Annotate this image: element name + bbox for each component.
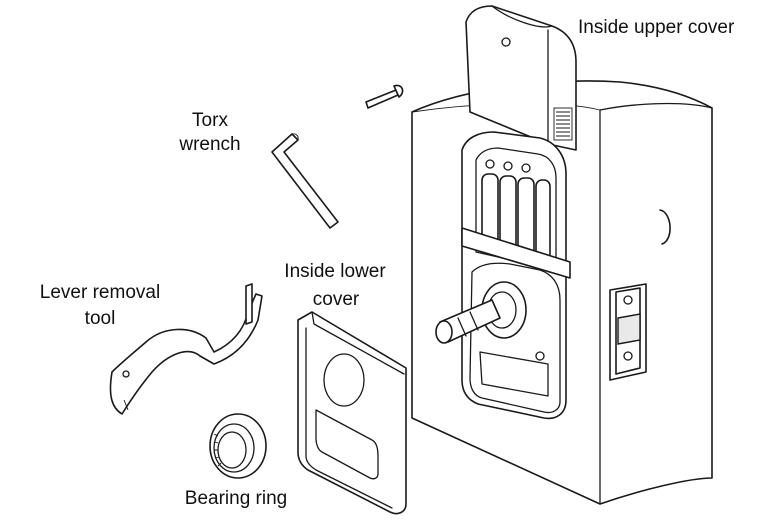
label-inside-lower-cover-line2: cover [312,289,360,310]
label-bearing-ring: Bearing ring [184,488,288,509]
label-lever-removal-tool-line1: Lever removal [39,282,161,303]
bearing-ring [209,413,267,479]
batteries [481,159,551,261]
label-torx-wrench-line1: Torx [192,110,228,131]
torx-wrench [271,133,339,229]
speaker-grille [553,107,573,141]
label-inside-upper-cover: Inside upper cover [578,17,735,38]
inside-upper-cover-shape [465,5,577,151]
label-inside-lower-cover-line1: Inside lower [284,261,386,282]
lever-removal-tool [109,283,263,415]
label-lever-removal-tool-line2: tool [84,308,116,329]
inside-lower-cover-shape [297,311,407,515]
label-torx-wrench-line2: wrench [179,134,241,155]
latch-plate [609,283,647,381]
screw [365,84,404,109]
lock-body [461,131,571,420]
spindle [435,281,527,344]
